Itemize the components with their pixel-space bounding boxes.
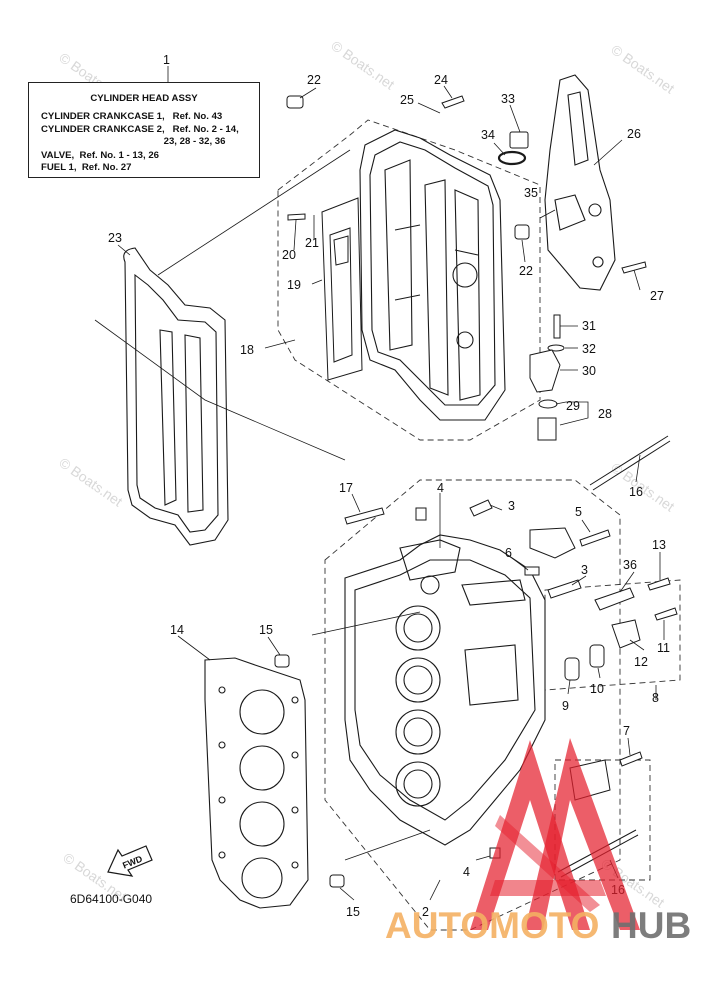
info-line: 23, 28 - 32, 36 — [41, 136, 226, 147]
dowel-15b — [329, 874, 345, 888]
dowel-15a — [274, 654, 290, 668]
callout-number: 18 — [240, 343, 254, 357]
callout-number: 36 — [623, 558, 637, 572]
watermark-text: © Boats.net — [56, 454, 125, 509]
seal-29 — [538, 399, 558, 409]
plug-4a — [415, 507, 427, 521]
callout-number: 10 — [590, 682, 604, 696]
callout-number: 29 — [566, 399, 580, 413]
automotohub-brand: AUTOMOTO HUB — [385, 905, 691, 946]
sleeve-10 — [589, 644, 605, 668]
sleeve-9 — [564, 657, 580, 681]
callout-number: 24 — [434, 73, 448, 87]
callout-number: 27 — [650, 289, 664, 303]
oring-34 — [497, 150, 527, 166]
callout-number: 14 — [170, 623, 184, 637]
fitting-30 — [529, 349, 561, 393]
automotohub-logo-mark — [470, 738, 640, 930]
assembly-info-box: CYLINDER HEAD ASSY CYLINDER CRANKCASE 1,… — [28, 82, 260, 178]
bolt-31 — [553, 314, 561, 339]
callout-number: 12 — [634, 655, 648, 669]
cylinder-block — [344, 534, 546, 846]
bolt-24 — [441, 95, 465, 109]
callout-number: 9 — [562, 699, 569, 713]
bolt-17 — [344, 507, 385, 525]
callout-number: 23 — [108, 231, 122, 245]
callout-number: 20 — [282, 248, 296, 262]
watermark-text: © Boats.net — [328, 37, 397, 92]
brand-text-automoto: AUTOMOTO — [385, 905, 599, 946]
callout-number: 15 — [259, 623, 273, 637]
info-box-title: CYLINDER HEAD ASSY — [90, 93, 198, 104]
callout-number: 17 — [339, 481, 353, 495]
dowel-3a — [469, 499, 493, 517]
bolt-7 — [619, 751, 643, 767]
brand-text-hub: HUB — [611, 905, 691, 946]
info-line: VALVE, Ref. No. 1 - 13, 26 — [41, 150, 160, 161]
callout-number: 16 — [629, 485, 643, 499]
info-line: CYLINDER CRANKCASE 2, Ref. No. 2 - 14, — [41, 124, 239, 135]
callout-number: 11 — [657, 641, 670, 655]
callout-number: 2 — [422, 905, 429, 919]
head-cover-boundary — [277, 119, 541, 441]
callout-number: 33 — [501, 92, 515, 106]
callout-number: 7 — [623, 724, 630, 738]
cap-33 — [509, 131, 529, 149]
bracket-12 — [611, 619, 641, 649]
cover-plate — [321, 197, 363, 381]
bolt-11 — [654, 607, 678, 621]
fwd-arrow: FWD — [107, 845, 153, 877]
callout-number: 1 — [163, 53, 170, 67]
cylinder-head-gasket — [204, 657, 309, 909]
callout-labels: 1 22 24 25 33 34 26 35 22 27 23 21 20 19… — [108, 53, 670, 919]
bolt-27 — [621, 261, 647, 274]
bolt-13 — [647, 577, 671, 591]
callout-number: 28 — [598, 407, 612, 421]
callout-number: 3 — [581, 563, 588, 577]
clamp-5 — [529, 527, 576, 559]
watermark-text: © Boats.net — [608, 41, 677, 96]
callout-number: 15 — [346, 905, 360, 919]
diagram-code: 6D64100-G040 — [70, 892, 152, 906]
callout-number: 4 — [463, 865, 470, 879]
watermark-text: © Boats.net — [608, 459, 677, 514]
callout-number: 22 — [519, 264, 533, 278]
head-cover-gasket — [123, 247, 229, 546]
callout-number: 34 — [481, 128, 495, 142]
info-line: FUEL 1, Ref. No. 27 — [41, 162, 132, 173]
bolt-20 — [287, 213, 306, 221]
cylinder-head-cover — [359, 129, 506, 421]
callout-number: 8 — [652, 691, 659, 705]
breather-bracket — [544, 74, 616, 291]
valve-28 — [537, 417, 557, 441]
callout-number: 13 — [652, 538, 666, 552]
callout-number: 30 — [582, 364, 596, 378]
callout-number: 32 — [582, 342, 596, 356]
callout-number: 31 — [582, 319, 596, 333]
info-line: CYLINDER CRANKCASE 1, Ref. No. 43 — [41, 111, 223, 122]
callout-number: 19 — [287, 278, 301, 292]
small-parts — [274, 95, 678, 888]
callout-number: 25 — [400, 93, 414, 107]
cylinder-block-boundary — [324, 479, 621, 931]
plug-22b — [514, 224, 530, 240]
callout-number: 35 — [524, 186, 538, 200]
callout-number: 21 — [305, 236, 319, 250]
callout-number: 6 — [505, 546, 512, 560]
plug-22 — [286, 95, 304, 109]
bolt-5 — [579, 529, 611, 547]
leader-lines — [94, 66, 665, 901]
pin-6 — [524, 566, 540, 576]
callout-number: 5 — [575, 505, 582, 519]
assembly-boundaries — [277, 119, 681, 931]
callout-number: 26 — [627, 127, 641, 141]
callout-number: 22 — [307, 73, 321, 87]
callout-number: 4 — [437, 481, 444, 495]
sensor-36 — [594, 587, 635, 611]
callout-number: 3 — [508, 499, 515, 513]
